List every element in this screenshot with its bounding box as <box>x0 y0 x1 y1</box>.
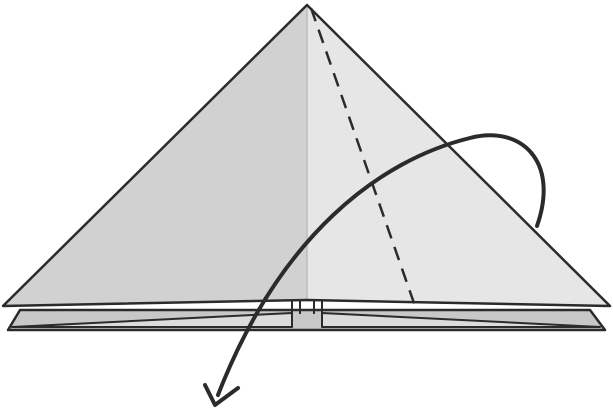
fold-arrow-curve <box>216 133 546 397</box>
valley-fold-line <box>309 7 417 307</box>
bottom-layer-left-flap <box>11 312 293 328</box>
triangle-outline <box>1 3 612 308</box>
arrow-head-icon <box>203 383 240 407</box>
bottom-layer-right-flap <box>321 312 601 328</box>
main-triangle <box>1 3 612 308</box>
fold-arrow <box>203 133 546 407</box>
bottom-layers <box>6 298 607 332</box>
